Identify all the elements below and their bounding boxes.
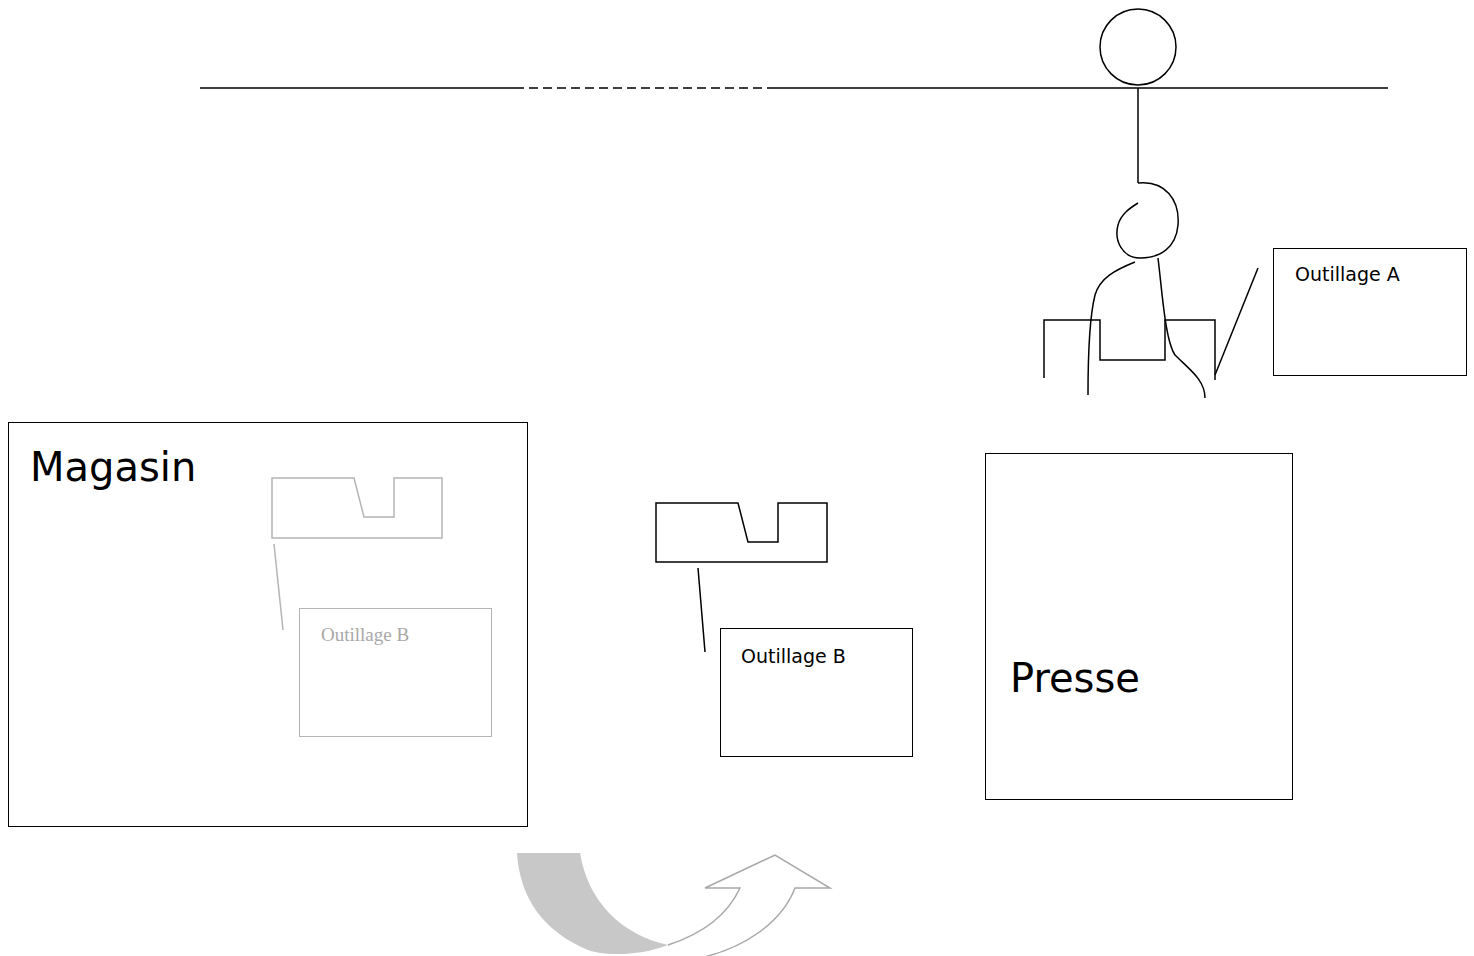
transfer-arrow-head	[668, 855, 830, 956]
sling	[1088, 262, 1135, 395]
node-label: Outillage B	[321, 624, 409, 646]
tool-label-box: Outillage B	[299, 608, 492, 737]
leader-line	[1215, 268, 1258, 375]
crane-rail	[200, 87, 515, 89]
tool-label-box: Outillage B	[720, 628, 913, 757]
tool-a	[1044, 320, 1215, 380]
leader-line	[698, 568, 705, 652]
crane-trolley	[1100, 9, 1176, 85]
crane-hook	[1117, 183, 1178, 258]
tool-label-box: Outillage A	[1273, 248, 1467, 376]
transfer-arrow	[517, 853, 668, 954]
node-label: Magasin	[30, 444, 196, 490]
press-box: Presse	[985, 453, 1293, 800]
tool-b	[656, 503, 827, 562]
leader-line	[274, 544, 283, 630]
node-label: Outillage B	[741, 645, 846, 667]
crane-rail	[775, 87, 1388, 89]
tool-b-stored	[272, 478, 442, 538]
node-label: Outillage A	[1295, 263, 1400, 285]
node-label: Presse	[1010, 655, 1140, 701]
crane-cable	[1137, 88, 1139, 183]
crane-rail-dashed	[515, 87, 775, 89]
storage-box: MagasinOutillage B	[8, 422, 528, 827]
